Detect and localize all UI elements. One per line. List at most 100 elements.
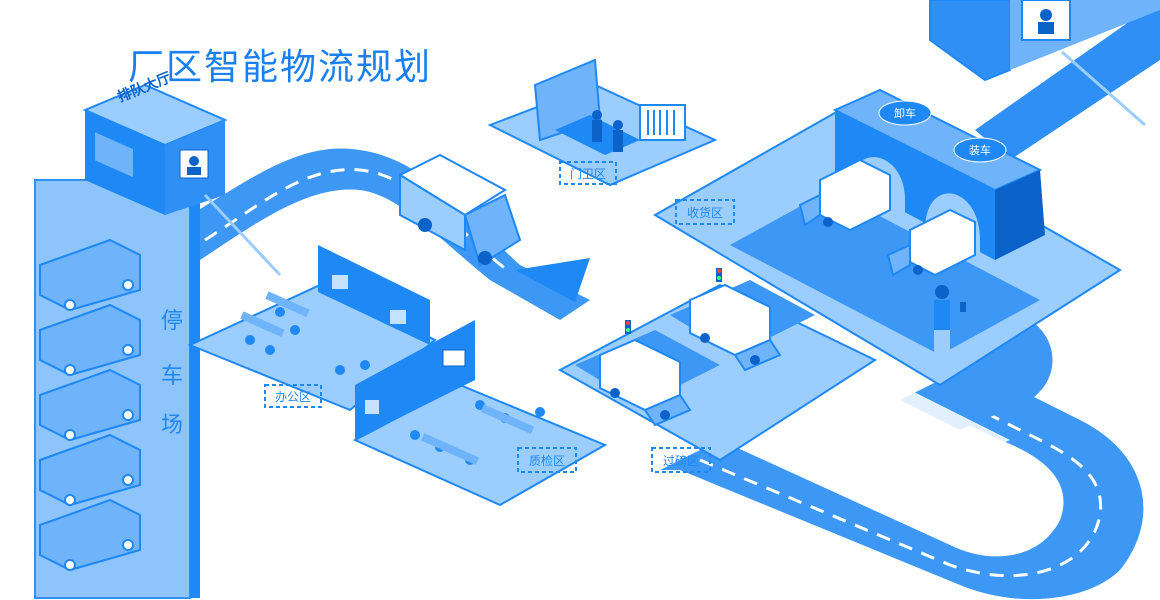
parking-lot-label-2: 车: [161, 364, 183, 389]
truck-wheel: [478, 251, 492, 265]
road-lower-dashes: [699, 403, 1103, 578]
office-window: [390, 310, 406, 324]
traffic-light-green-icon: [717, 276, 721, 280]
traffic-light-icon: [716, 268, 722, 282]
truck-cab: [733, 338, 782, 372]
truck-cab: [886, 243, 911, 277]
worker-icon: [265, 345, 275, 355]
office-label: 办公区: [275, 389, 311, 404]
parked-truck-icon: [39, 433, 141, 507]
parked-truck-wheel: [64, 364, 76, 376]
guard-body-icon: [1038, 22, 1054, 34]
road-lower: [660, 380, 1144, 600]
gate-barrier-left: [203, 193, 282, 277]
parking-lot-label-3: 场: [161, 413, 183, 438]
road-dashes-main: [204, 168, 511, 274]
inspection-label-frame: [517, 447, 577, 473]
truck-wheel: [823, 217, 833, 227]
parked-truck-wheel: [122, 539, 134, 551]
traffic-light-red-icon: [717, 269, 721, 273]
security-label: 门卫区: [570, 166, 606, 181]
staff-icon: [592, 110, 602, 120]
security-label-frame: [559, 161, 617, 185]
weighing-label: 过磅区: [663, 453, 699, 468]
barcode-icon: [647, 110, 675, 135]
truck-wheel: [750, 355, 760, 365]
person-body-icon: [934, 300, 950, 330]
truck-wheel: [913, 265, 923, 275]
truck-cab: [798, 193, 821, 227]
truck-moving: [397, 153, 522, 267]
person-legs-icon: [934, 330, 950, 372]
queue-board-icon: [95, 132, 133, 178]
parked-truck-wheel: [64, 559, 76, 571]
receiving-inner: [730, 190, 1040, 355]
road-top-right: [975, 0, 1160, 160]
traffic-light-green-icon: [626, 328, 630, 332]
parked-truck-wheel: [64, 494, 76, 506]
truck-wheel: [700, 333, 710, 343]
traffic-light-icon: [625, 320, 631, 334]
desk-icon: [240, 311, 285, 338]
barcode-scan-icon: [639, 104, 686, 141]
inspection-workers: [410, 400, 545, 465]
guard-head-icon: [1040, 9, 1052, 21]
staff-icon: [613, 120, 623, 130]
worker-icon: [245, 335, 255, 345]
page-title: 厂区智能物流规划: [128, 47, 433, 88]
parked-truck-wheel: [122, 344, 134, 356]
receiving-label: 收货区: [687, 205, 723, 220]
worker-icon: [475, 400, 485, 410]
top-right-building: [929, 0, 1160, 127]
unload-sign-icon: [878, 100, 932, 126]
traffic-light-red-icon: [626, 321, 630, 325]
weighing-label-frame: [651, 447, 711, 473]
parked-truck-icon: [39, 238, 141, 312]
guard-head-icon: [189, 156, 199, 166]
desk-icon: [265, 291, 310, 318]
worker-icon: [410, 430, 420, 440]
parked-truck-wheel: [122, 279, 134, 291]
parked-truck-icon: [39, 498, 141, 572]
worker-icon: [335, 365, 345, 375]
weighing-area: 过磅区: [557, 268, 878, 473]
desk-icon: [420, 433, 480, 465]
truck-cab: [463, 193, 522, 267]
parked-truck-wheel: [122, 409, 134, 421]
tunnel-side: [995, 170, 1045, 260]
parked-trucks: [39, 238, 141, 572]
parked-truck-icon: [39, 303, 141, 377]
desk-icon: [480, 404, 535, 435]
road-curve-main: [190, 148, 590, 320]
worker-icon: [275, 307, 285, 317]
phone-icon: [960, 302, 966, 312]
office-window: [332, 275, 348, 289]
driver-figure: [934, 285, 966, 372]
truck-wheel: [418, 218, 432, 232]
receiving-label-frame: [675, 199, 735, 225]
load-label: 装车: [969, 143, 991, 157]
security-area: 门卫区: [487, 58, 718, 187]
parking-lot: 停 车 场: [34, 175, 200, 599]
road-inner-platform: [770, 375, 1010, 490]
weighing-platform: [557, 283, 878, 462]
worker-icon: [535, 407, 545, 417]
truck-cargo-side: [399, 173, 466, 252]
parked-truck-wheel: [64, 299, 76, 311]
parked-truck-icon: [39, 368, 141, 442]
unload-label: 卸车: [894, 106, 916, 120]
worker-icon: [360, 360, 370, 370]
parking-lot-label-1: 停: [161, 309, 183, 334]
parked-truck-wheel: [64, 429, 76, 441]
truck-wheel: [610, 388, 620, 398]
building-front: [929, 0, 1011, 82]
road-arrow: [515, 258, 590, 302]
gate-barrier-right: [1061, 50, 1146, 127]
inspection-window: [365, 400, 379, 414]
presentation-board-icon: [442, 349, 466, 367]
queue-hall: 排队大厅: [82, 69, 228, 215]
load-sign-icon: [953, 137, 1007, 163]
office-label-frame: [264, 384, 322, 408]
